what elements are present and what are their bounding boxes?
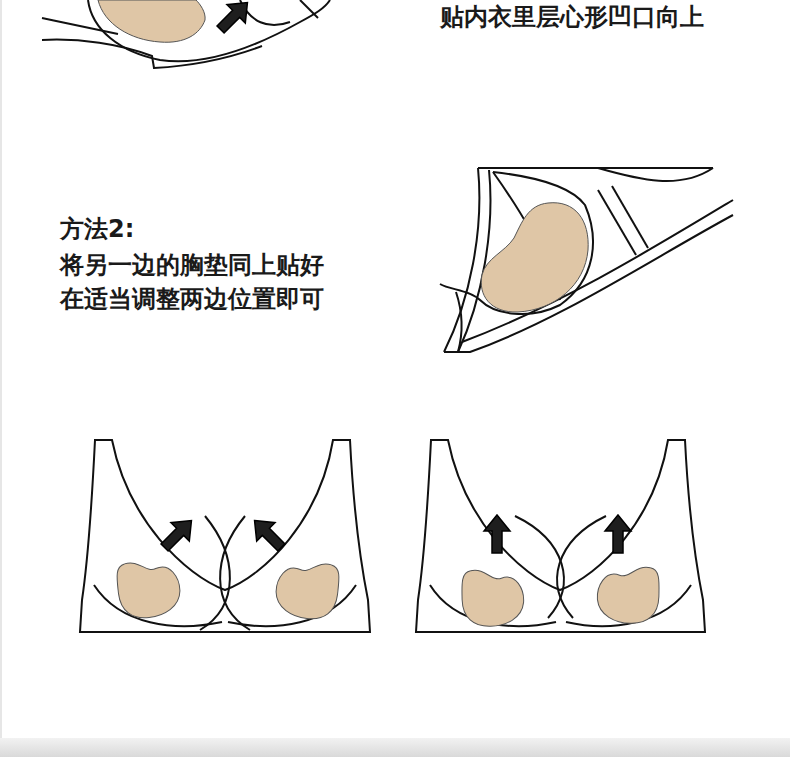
chest-pad <box>98 0 205 42</box>
direction-arrow <box>484 515 510 553</box>
bra-front-view <box>416 440 705 632</box>
chest-pad <box>481 203 588 312</box>
bra-front-view <box>80 440 370 632</box>
direction-arrow <box>245 511 290 556</box>
chest-pad <box>114 555 184 622</box>
chest-pad <box>272 556 342 623</box>
page-edge <box>0 0 2 738</box>
page-shadow <box>0 738 790 757</box>
chest-pad <box>595 563 661 625</box>
step-caption: 贴内衣里层心形凹口向上 <box>440 0 760 34</box>
cup-partial <box>42 0 330 68</box>
chest-pad <box>460 566 526 628</box>
direction-arrow <box>605 515 631 553</box>
instruction-text: 将另一边的胸垫同上贴好 在适当调整两边位置即可 <box>60 248 360 316</box>
direction-arrow <box>155 511 200 556</box>
method-heading: 方法2: <box>60 212 260 246</box>
cup-side-view <box>440 168 733 352</box>
direction-arrow <box>211 0 256 39</box>
